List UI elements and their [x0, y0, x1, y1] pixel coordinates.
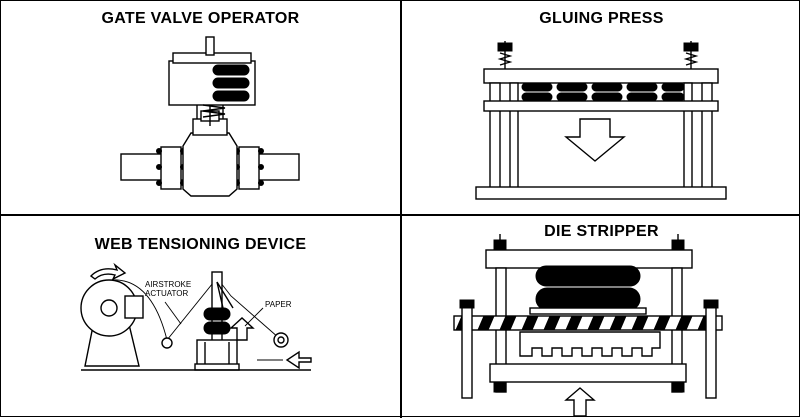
rotation-arrow: [89, 262, 127, 281]
die-top-plate: [485, 249, 693, 269]
valve-body: [182, 132, 238, 197]
press-down-arrow: [564, 118, 626, 162]
press-platen: [483, 100, 719, 112]
die-teeth: [519, 331, 661, 357]
die-bottom-plate: [489, 363, 687, 383]
vertical-divider: [400, 1, 402, 418]
feed-arrow: [285, 350, 312, 370]
return-spring: [202, 104, 226, 118]
airstroke-label-line2: ACTUATOR: [145, 289, 189, 298]
valve-stem: [205, 36, 215, 56]
airstroke-row: [521, 82, 685, 102]
airstroke-label-line1: AIRSTROKE: [145, 280, 192, 289]
left-flange: [160, 146, 182, 190]
web-tensioning-title: WEB TENSIONING DEVICE: [94, 236, 307, 253]
web-tensioning-illustration: [80, 262, 312, 371]
airstroke-actuator: [203, 307, 231, 321]
press-base: [475, 186, 727, 200]
press-top-beam: [483, 68, 719, 84]
right-tie-rod: [683, 41, 699, 69]
left-tie-rod: [497, 41, 513, 69]
gluing-press-title: GLUING PRESS: [539, 10, 664, 27]
right-flange: [238, 146, 260, 190]
horizontal-divider: [1, 214, 800, 216]
gate-valve-title: GATE VALVE OPERATOR: [101, 10, 300, 27]
gate-valve-illustration: [120, 36, 300, 197]
die-stripper-title: DIE STRIPPER: [544, 223, 659, 240]
die-airstroke: [535, 265, 641, 287]
paper-label: PAPER: [265, 300, 292, 309]
airstroke-bellows: [212, 64, 250, 102]
paper-web: [108, 277, 280, 341]
gluing-press-illustration: [475, 41, 727, 200]
die-stripper-illustration: [453, 234, 723, 417]
die-up-arrow: [564, 387, 596, 417]
